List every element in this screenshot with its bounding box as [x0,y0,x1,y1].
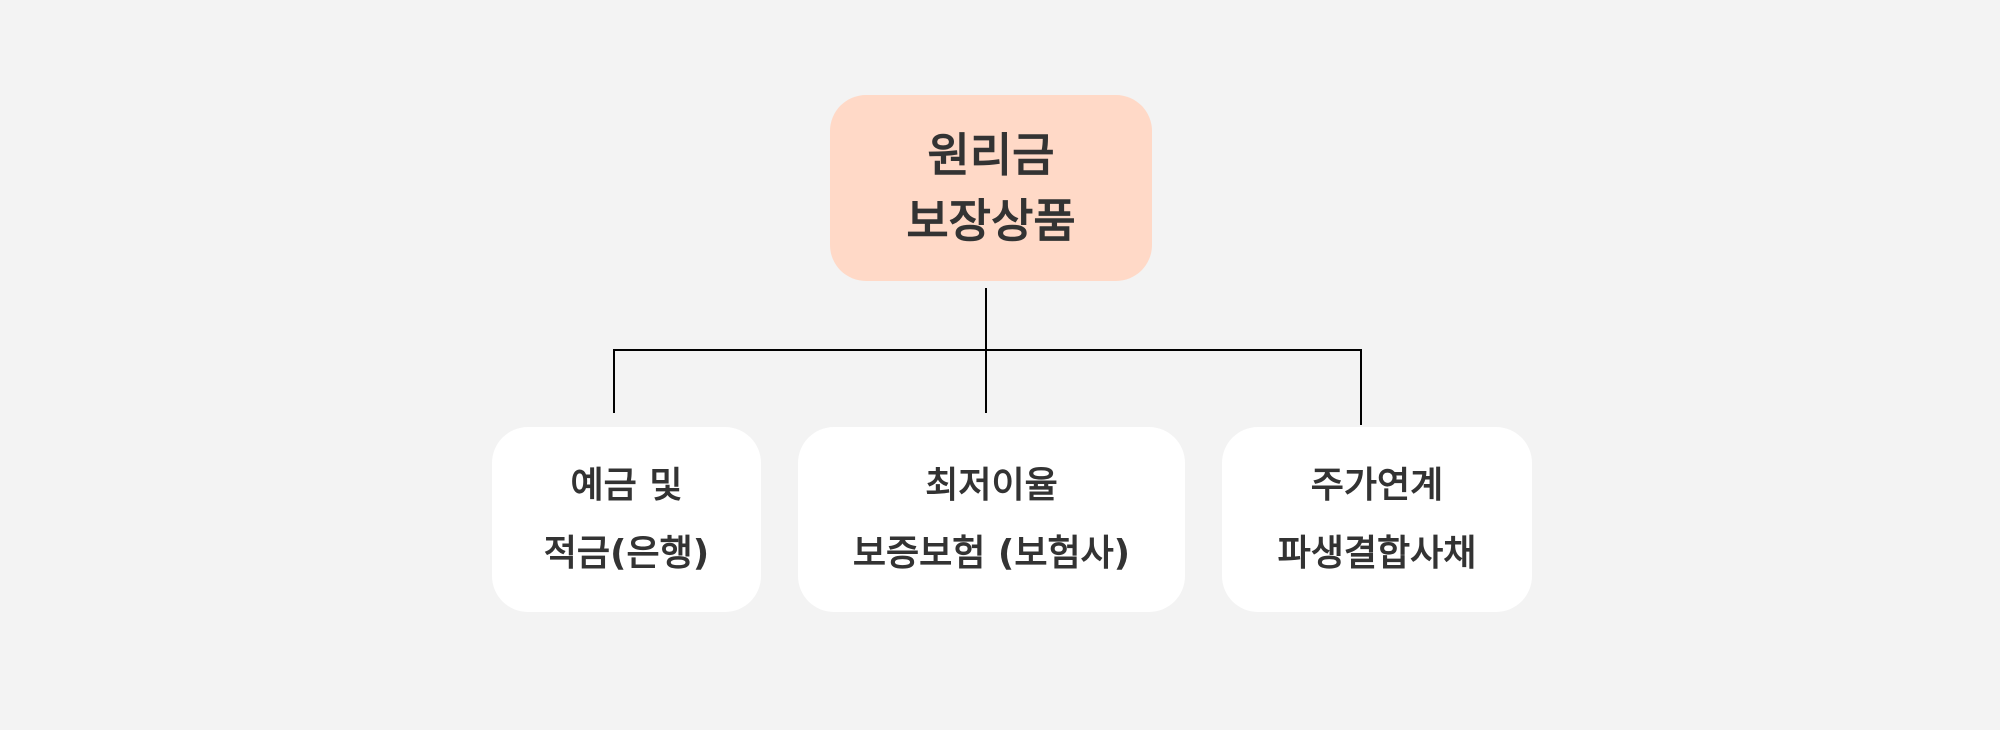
root-node-principal-guaranteed: 원리금 보장상품 [830,95,1152,281]
child-node-line1: 최저이율 [925,464,1058,506]
child-node-line1: 예금 및 [570,464,683,506]
child-node-equity-linked-bonds: 주가연계 파생결합사채 [1222,427,1532,612]
child-node-line1: 주가연계 [1310,464,1444,506]
child-node-line2: 적금(은행) [543,532,710,574]
child-node-minimum-rate-insurance: 최저이율 보증보험 (보험사) [798,427,1185,612]
root-node-line2: 보장상품 [906,194,1076,248]
child-node-line2: 파생결합사채 [1277,532,1477,574]
child-node-deposits-savings: 예금 및 적금(은행) [492,427,761,612]
root-node-line1: 원리금 [927,128,1055,182]
child-node-line2: 보증보험 (보험사) [852,532,1131,574]
